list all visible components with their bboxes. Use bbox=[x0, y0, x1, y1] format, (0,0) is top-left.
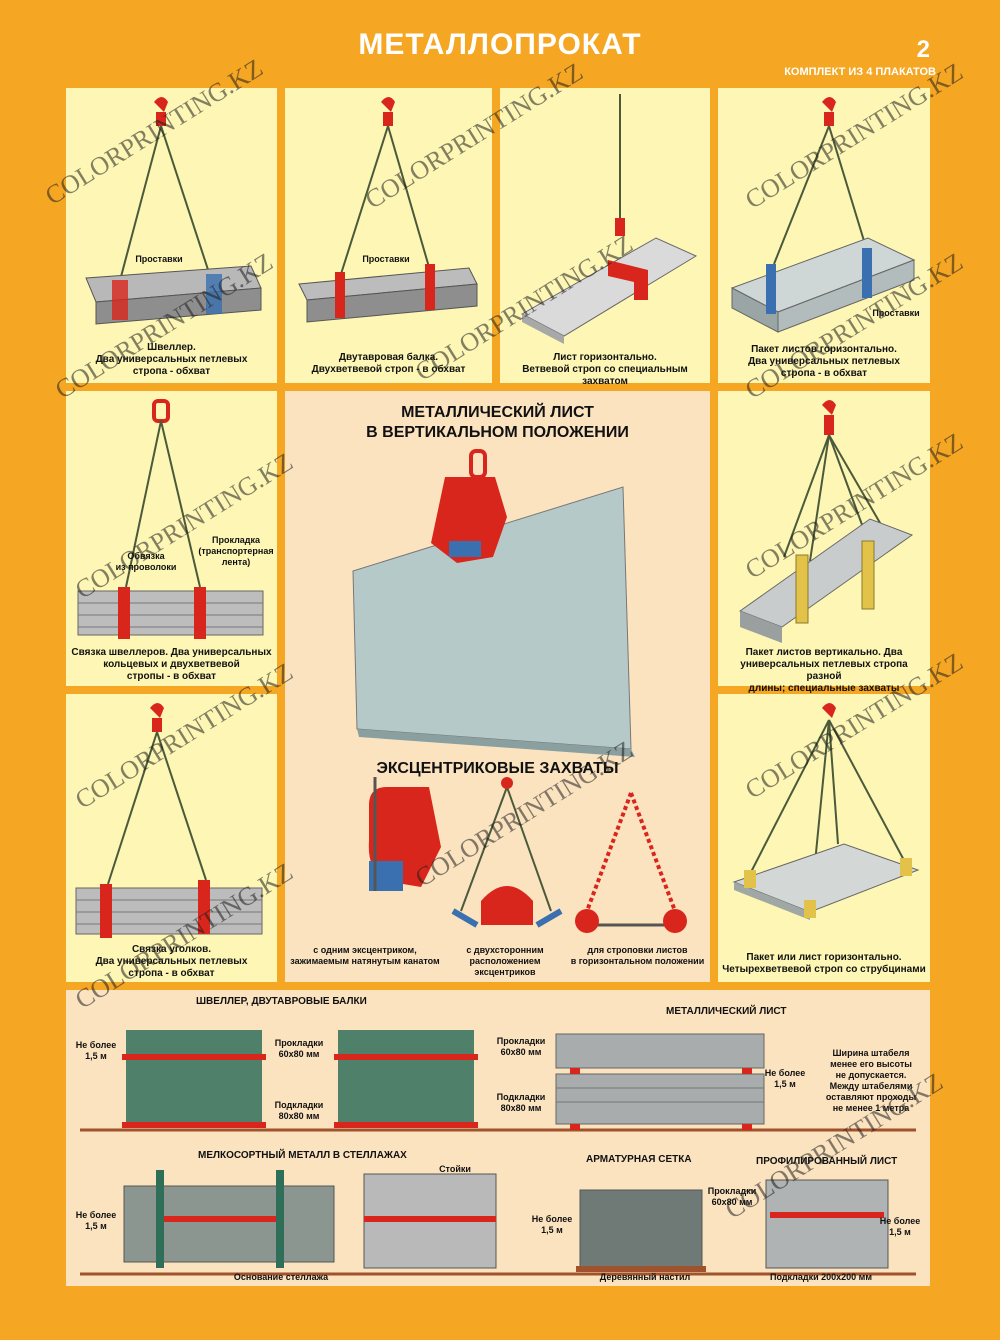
panel-vertical-sheet: МЕТАЛЛИЧЕСКИЙ ЛИСТ В ВЕРТИКАЛЬНОМ ПОЛОЖЕ… bbox=[285, 391, 710, 982]
spacers-label: Проставки bbox=[362, 254, 410, 264]
four-leg-sling-illustration bbox=[732, 703, 920, 920]
sheet-pads-bottom-label: Подкладки 80х80 мм bbox=[496, 1092, 546, 1113]
poster-title: МЕТАЛЛОПРОКАТ bbox=[358, 28, 642, 61]
conveyor-pad-label: Прокладка (транспортерная лента) bbox=[198, 535, 274, 567]
spacers-label: Проставки bbox=[872, 308, 920, 318]
panel-storage: ШВЕЛЛЕР, ДВУТАВРОВЫЕ БАЛКИ МЕТАЛЛИЧЕСКИЙ… bbox=[66, 990, 930, 1286]
panel-caption: Пакет листов горизонтально. Два универса… bbox=[748, 344, 900, 379]
sheet-pack-illustration bbox=[730, 97, 916, 333]
panel-caption: Пакет листов вертикально. Два универсаль… bbox=[740, 647, 908, 694]
panel-channel-bundle: Обвязка из проволоки Прокладка (транспор… bbox=[66, 391, 277, 686]
prof-pads-bottom-label: Подкладки 200х200 мм bbox=[769, 1272, 872, 1282]
poster-number: 2 bbox=[916, 36, 930, 63]
wood-floor-label: Деревянный настил bbox=[599, 1272, 691, 1282]
set-note: КОМПЛЕКТ ИЗ 4 ПЛАКАТОВ bbox=[784, 66, 936, 78]
stack-width-note: Ширина штабеля менее его высоты не допус… bbox=[825, 1048, 917, 1113]
panel-sheet-horizontal: Лист горизонтально. Ветвевой строп со сп… bbox=[500, 88, 710, 387]
prof-pads-top-label: Прокладки 60х80 мм bbox=[707, 1186, 757, 1207]
sheet-storage-title: МЕТАЛЛИЧЕСКИЙ ЛИСТ bbox=[666, 1006, 787, 1017]
storage-illustration bbox=[80, 1030, 916, 1276]
panel-caption: Двутавровая балка. Двухветвевой строп - … bbox=[311, 352, 466, 375]
vertical-pack-illustration bbox=[738, 400, 914, 643]
max-height-label: Не более 1,5 м bbox=[75, 1040, 117, 1061]
panel-caption: Связка швеллеров. Два универсальных коль… bbox=[71, 647, 272, 682]
small-metal-racks-title: МЕЛКОСОРТНЫЙ МЕТАЛЛ В СТЕЛЛАЖАХ bbox=[198, 1150, 407, 1161]
beams-storage-title: ШВЕЛЛЕР, ДВУТАВРОВЫЕ БАЛКИ bbox=[196, 996, 367, 1007]
panel-caption: Связка уголков. Два универсальных петлев… bbox=[95, 944, 248, 979]
rack-base-label: Основание стеллажа bbox=[233, 1272, 329, 1282]
clamp-caption-single: с одним эксцентриком, зажимаемым натянут… bbox=[290, 945, 440, 966]
panel-caption: Пакет или лист горизонтально. Четырехвет… bbox=[722, 952, 926, 975]
clamp-caption-horizontal: для строповки листов в горизонтальном по… bbox=[570, 945, 705, 966]
panel-caption: Лист горизонтально. Ветвевой строп со сп… bbox=[522, 352, 688, 387]
channel-bundle-illustration bbox=[77, 399, 264, 639]
panel-channel-two-slings: Проставки Швеллер. Два универсальных пет… bbox=[66, 88, 277, 383]
panel-caption: Швеллер. Два универсальных петлевых стро… bbox=[95, 342, 248, 377]
spacers-label: Проставки bbox=[135, 254, 183, 264]
posts-label: Стойки bbox=[439, 1164, 471, 1174]
pads-top-label: Прокладки 60х80 мм bbox=[274, 1038, 324, 1059]
panel-pack-four-leg: Пакет или лист горизонтально. Четырехвет… bbox=[718, 694, 930, 982]
panel-sheet-pack-horizontal: Проставки Пакет листов горизонтально. Дв… bbox=[718, 88, 930, 383]
channel-illustration bbox=[85, 97, 262, 325]
center-title: МЕТАЛЛИЧЕСКИЙ ЛИСТ В ВЕРТИКАЛЬНОМ ПОЛОЖЕ… bbox=[366, 404, 629, 441]
clamp-caption-double: с двухсторонним расположением эксцентрик… bbox=[466, 945, 544, 977]
angle-bundle-illustration bbox=[75, 703, 263, 938]
panel-angle-bundle: Связка уголков. Два универсальных петлев… bbox=[66, 694, 277, 982]
profiled-sheet-title: ПРОФИЛИРОВАННЫЙ ЛИСТ bbox=[756, 1156, 898, 1167]
sheet-clamp-illustration bbox=[520, 94, 698, 344]
vertical-sheet-illustration bbox=[352, 449, 687, 933]
i-beam-illustration bbox=[298, 97, 478, 323]
sheet-pads-top-label: Прокладки 60х80 мм bbox=[496, 1036, 546, 1057]
racks-max-height-label: Не более 1,5 м bbox=[75, 1210, 117, 1231]
eccentric-clamps-title: ЭКСЦЕНТРИКОВЫЕ ЗАХВАТЫ bbox=[376, 760, 619, 777]
mesh-max-height-label: Не более 1,5 м bbox=[531, 1214, 573, 1235]
wire-binding-label: Обвязка из проволоки bbox=[115, 551, 177, 572]
pads-bottom-label: Подкладки 80х80 мм bbox=[274, 1100, 324, 1121]
panel-i-beam: Проставки Двутавровая балка. Двухветвево… bbox=[285, 88, 492, 383]
panel-sheet-pack-vertical: Пакет листов вертикально. Два универсаль… bbox=[718, 391, 930, 694]
rebar-mesh-title: АРМАТУРНАЯ СЕТКА bbox=[586, 1154, 692, 1165]
prof-max-height-label: Не более 1,5 м bbox=[879, 1216, 921, 1237]
sheet-max-height-label: Не более 1,5 м bbox=[764, 1068, 806, 1089]
